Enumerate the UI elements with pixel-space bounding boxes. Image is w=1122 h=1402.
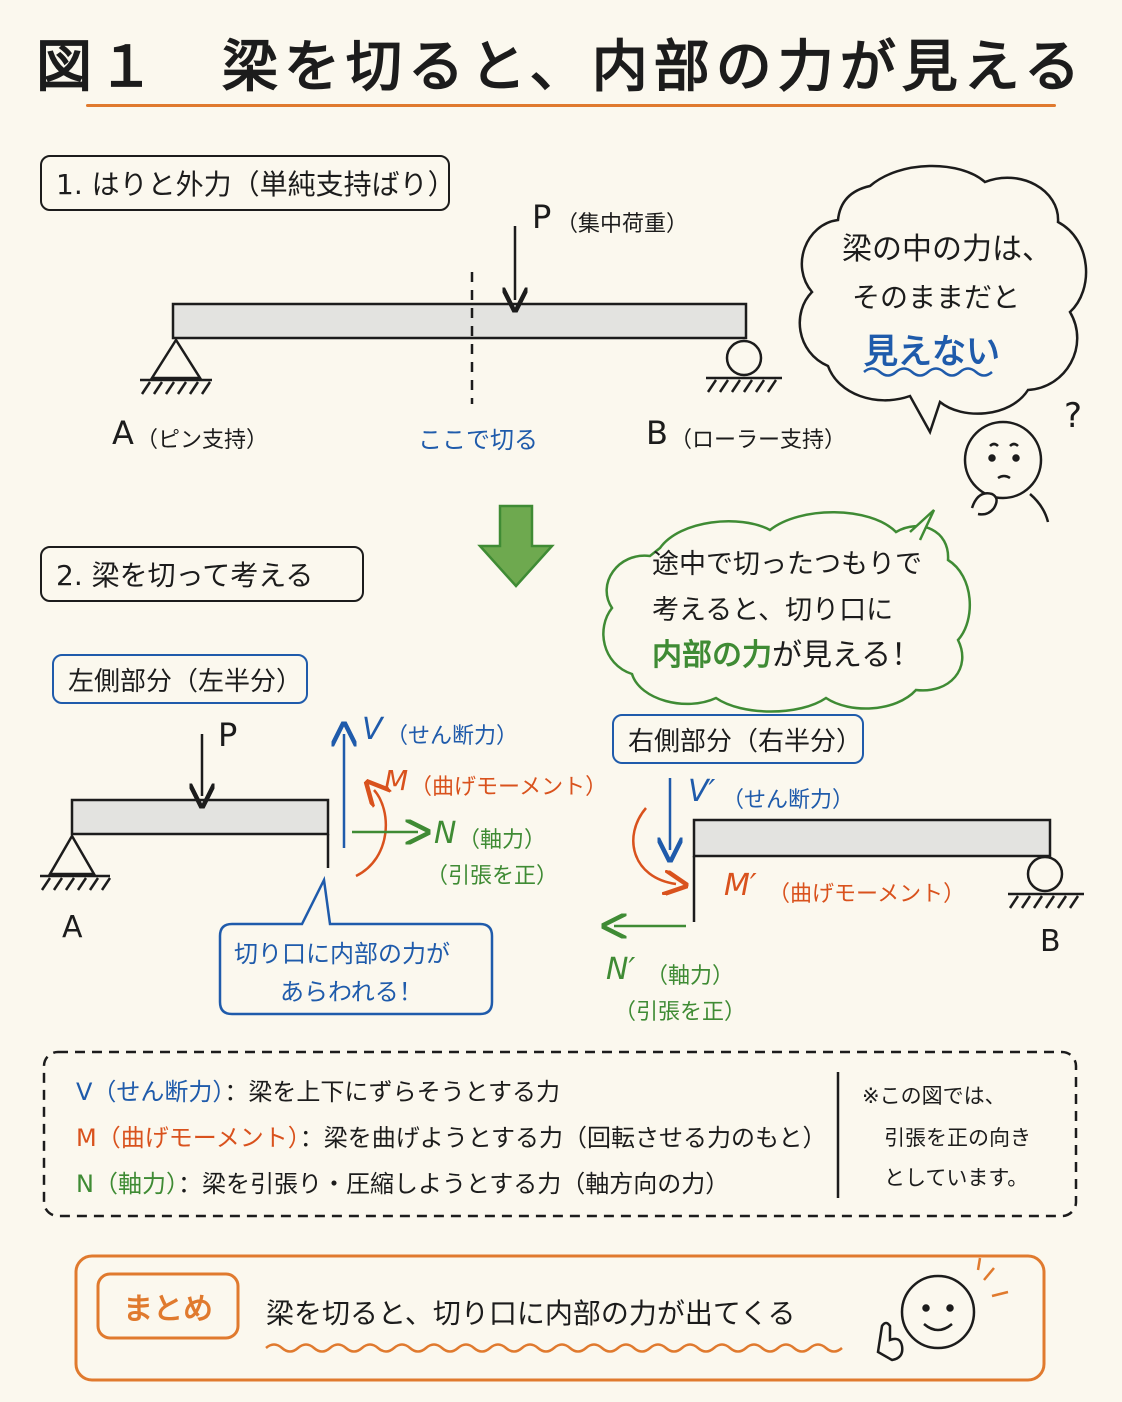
support-a-note: （ピン支持） — [136, 428, 269, 453]
left-n-note2: （引張を正） — [426, 864, 559, 889]
left-m-label: M — [384, 764, 409, 797]
right-n-note: （軸力） — [646, 964, 735, 989]
thought-bubble-shape — [798, 164, 1088, 436]
legend-box — [42, 1050, 1078, 1218]
right-m-label: M′ — [724, 868, 757, 903]
support-a-label: A — [112, 414, 134, 452]
main-beam — [171, 302, 748, 340]
right-v-note: （せん断力） — [722, 788, 855, 813]
question-mark: ? — [1064, 396, 1083, 436]
pin-support-a — [140, 337, 212, 395]
section2-label: 2. 梁を切って考える — [40, 546, 364, 602]
right-v-label: V′ — [688, 774, 716, 809]
page-title: 図１ 梁を切ると、内部の力が見える — [35, 35, 1087, 100]
section1-label: 1. はりと外力（単純支持ばり） — [40, 155, 456, 211]
smiling-person-icon — [876, 1274, 976, 1362]
cloud-line3-rest: が見える！ — [772, 638, 922, 673]
left-v-label: V — [362, 712, 383, 747]
right-roller-support — [1008, 855, 1084, 909]
right-part-label: 右側部分（右半分） — [612, 714, 864, 764]
sparkle-lines — [976, 1257, 1009, 1298]
left-callout-shape — [218, 875, 494, 1016]
legend-m-desc: ：梁を曲げようとする力（回転させる力のもと） — [299, 1124, 827, 1152]
left-n-note: （軸力） — [458, 828, 547, 853]
thought-line2: そのままだと — [852, 281, 1021, 314]
callout-line1: 切り口に内部の力が — [234, 940, 450, 968]
load-note: （集中荷重） — [556, 212, 689, 237]
right-m-arc — [632, 807, 676, 884]
cut-label: ここで切る — [418, 426, 538, 454]
cloud-line2: 考えると、切り口に — [652, 595, 894, 626]
support-b-label: B — [646, 414, 668, 452]
cloud-bubble-shape — [602, 511, 972, 713]
left-pin-support — [40, 833, 112, 891]
left-part-label: 左側部分（左半分） — [52, 654, 308, 704]
left-beam — [70, 798, 330, 868]
cloud-bubble-tail — [909, 509, 936, 541]
cloud-line1: 途中で切ったつもりで — [652, 549, 922, 580]
title-underline — [86, 104, 1056, 107]
summary-label-box — [96, 1272, 240, 1340]
legend-m-term: M（曲げモーメント） — [76, 1124, 300, 1152]
thought-line1: 梁の中の力は、 — [842, 232, 1052, 267]
legend-v-term: V（せん断力） — [76, 1078, 225, 1106]
legend-v-desc: ：梁を上下にずらそうとする力 — [224, 1078, 560, 1106]
right-m-note: （曲げモーメント） — [768, 882, 966, 907]
left-m-arc — [355, 790, 386, 878]
cloud-line3: 内部の力が見える！ — [652, 630, 921, 674]
legend-note-line2: 引張を正の向き — [884, 1126, 1031, 1150]
summary-box — [74, 1254, 1046, 1382]
right-beam — [692, 818, 1052, 922]
support-b-note: （ローラー支持） — [670, 428, 847, 453]
legend-n-term: N（軸力） — [76, 1170, 178, 1198]
big-down-arrow — [477, 504, 555, 588]
roller-support-b — [706, 339, 782, 393]
left-support-label: A — [62, 910, 83, 945]
summary-label: まとめ — [123, 1292, 213, 1327]
left-n-label: N — [434, 816, 457, 851]
wavy-underline-orange — [265, 1343, 843, 1353]
right-n-label: N′ — [606, 952, 636, 987]
thinking-person-icon — [963, 420, 1050, 523]
legend-row-n: N（軸力）：梁を引張り・圧縮しようとする力（軸方向の力） — [76, 1164, 729, 1199]
thought-line3: 見えない — [864, 332, 1000, 372]
left-load-label: P — [218, 716, 238, 754]
left-m-note: （曲げモーメント） — [410, 775, 608, 800]
legend-note-line3: としています。 — [884, 1166, 1029, 1190]
right-support-label: B — [1040, 924, 1061, 959]
legend-n-desc: ：梁を引張り・圧縮しようとする力（軸方向の力） — [177, 1170, 730, 1198]
wavy-underline-blue — [863, 367, 993, 377]
legend-row-m: M（曲げモーメント）：梁を曲げようとする力（回転させる力のもと） — [76, 1118, 827, 1153]
callout-line2: あらわれる！ — [280, 978, 423, 1006]
load-label-p: P — [532, 198, 552, 236]
legend-row-v: V（せん断力）：梁を上下にずらそうとする力 — [76, 1072, 560, 1107]
summary-text: 梁を切ると、切り口に内部の力が出てくる — [266, 1297, 796, 1330]
legend-note-line1: ※この図では、 — [862, 1084, 1006, 1108]
right-n-note2: （引張を正） — [614, 1000, 747, 1025]
left-v-note: （せん断力） — [386, 724, 519, 749]
cloud-line3-highlight: 内部の力 — [652, 638, 772, 673]
